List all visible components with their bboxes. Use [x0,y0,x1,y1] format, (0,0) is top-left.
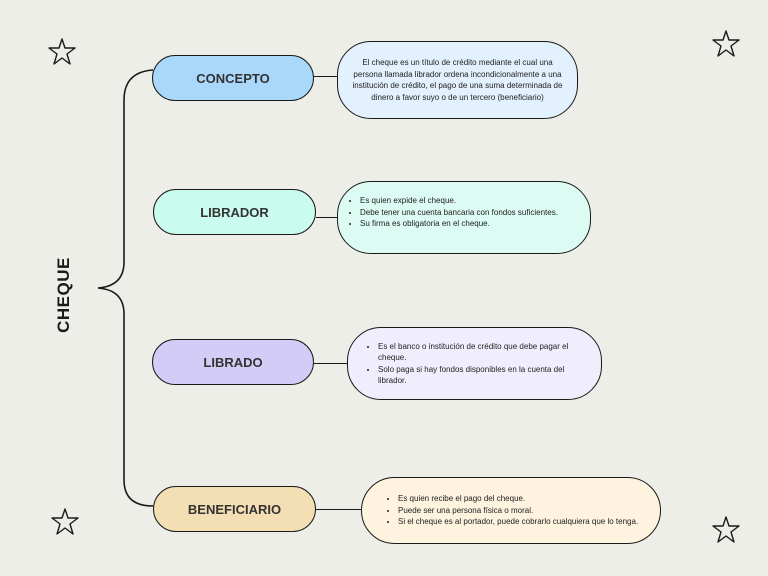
librador-item: Su firma es obligatoria en el cheque. [360,218,590,230]
description-beneficiario: Es quien recibe el pago del cheque. Pued… [361,477,661,544]
central-title: CHEQUE [54,257,73,333]
connector-beneficiario [316,509,362,510]
connector-concepto [314,76,338,77]
node-concepto: CONCEPTO [152,55,314,101]
librador-item: Debe tener una cuenta bancaria con fondo… [360,207,590,219]
description-concepto: El cheque es un título de crédito median… [337,41,578,119]
connector-librado [314,363,348,364]
star-icon [51,508,79,535]
librado-item: Solo paga si hay fondos disponibles en l… [378,364,591,387]
librado-item: Es el banco o institución de crédito que… [378,341,591,364]
description-librador: Es quien expide el cheque. Debe tener un… [337,181,591,254]
librador-item: Es quien expide el cheque. [360,195,590,207]
node-beneficiario: BENEFICIARIO [153,486,316,532]
beneficiario-item: Puede ser una persona física o moral. [398,505,646,517]
node-librado: LIBRADO [152,339,314,385]
connector-librador [316,217,338,218]
star-icon [712,516,740,543]
beneficiario-item: Si el cheque es al portador, puede cobra… [398,516,646,528]
star-icon [48,38,76,65]
description-librado: Es el banco o institución de crédito que… [347,327,602,400]
beneficiario-item: Es quien recibe el pago del cheque. [398,493,646,505]
star-icon [712,30,740,57]
node-librador: LIBRADOR [153,189,316,235]
concepto-text: El cheque es un título de crédito median… [352,58,563,102]
